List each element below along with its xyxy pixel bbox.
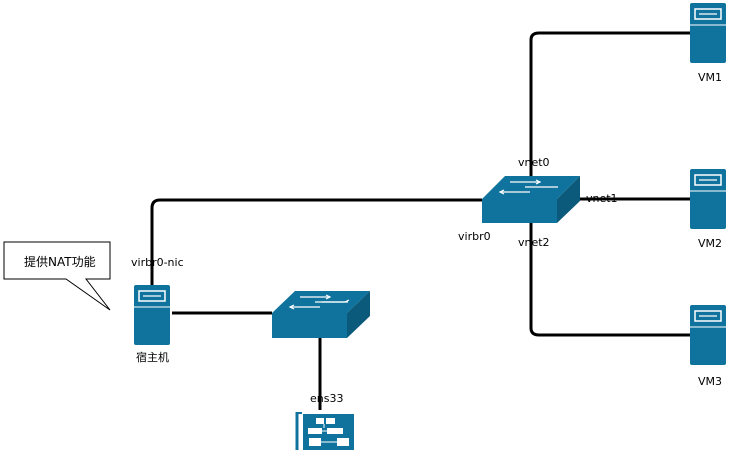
port-label-vnet1: vnet1 bbox=[586, 192, 618, 205]
vm1-server-icon[interactable] bbox=[689, 2, 727, 64]
host-switch-icon[interactable] bbox=[272, 291, 370, 338]
host-to-bridge-line bbox=[150, 198, 482, 285]
connections bbox=[150, 31, 690, 410]
bridge-switch-icon[interactable] bbox=[482, 176, 580, 223]
vm1-label: VM1 bbox=[698, 71, 722, 84]
callout-bubble: 提供NAT功能 bbox=[3, 241, 111, 311]
callout-text: 提供NAT功能 bbox=[24, 254, 96, 269]
bridge-to-vm3-line bbox=[529, 223, 690, 337]
port-label-vnet2: vnet2 bbox=[518, 236, 550, 249]
host-iface-label: virbr0-nic bbox=[131, 256, 184, 269]
network-card-icon[interactable] bbox=[295, 412, 354, 450]
vm2-server-icon[interactable] bbox=[689, 168, 727, 230]
nic-label: ens33 bbox=[310, 392, 343, 405]
vm3-label: VM3 bbox=[698, 375, 722, 388]
vm2-label: VM2 bbox=[698, 237, 722, 250]
vm3-server-icon[interactable] bbox=[689, 304, 727, 366]
bridge-to-vm1-line bbox=[529, 31, 690, 176]
port-label-vnet0: vnet0 bbox=[518, 156, 550, 169]
host-server-icon[interactable] bbox=[133, 284, 171, 346]
host-label: 宿主机 bbox=[136, 350, 169, 364]
bridge-label: virbr0 bbox=[458, 230, 491, 243]
